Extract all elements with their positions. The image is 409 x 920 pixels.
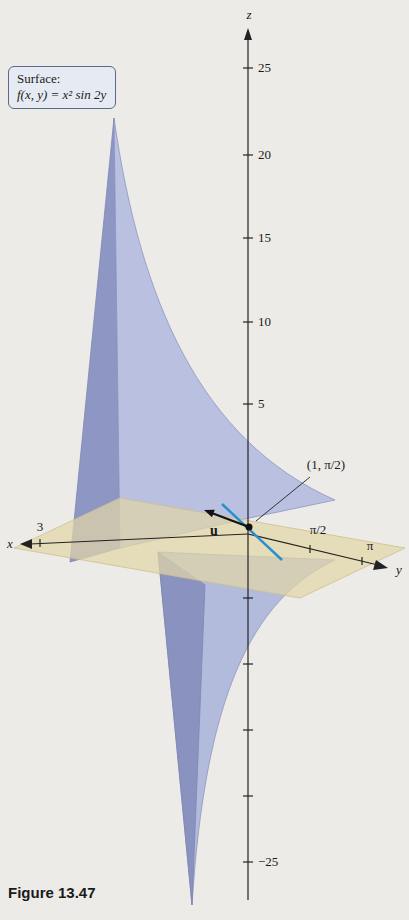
vector-label: u <box>210 523 218 538</box>
axis-arrowhead <box>244 28 252 40</box>
tick <box>243 154 253 155</box>
axis-label: 25 <box>258 61 271 75</box>
y-axis <box>248 534 378 565</box>
axis-arrowhead <box>20 539 32 549</box>
surface-back-face <box>70 118 120 562</box>
axis-label: 15 <box>258 231 271 245</box>
tick <box>243 729 253 730</box>
tick <box>243 597 253 598</box>
tick <box>309 545 310 553</box>
xy-plane <box>14 498 405 598</box>
tick <box>243 663 253 664</box>
axis-label: −25 <box>258 855 278 869</box>
direction-vector <box>213 514 249 528</box>
figure-caption: Figure 13.47 <box>8 884 96 901</box>
leader-line <box>256 477 310 521</box>
tangent-line <box>222 504 282 560</box>
tick <box>39 539 40 547</box>
function-formula: f(x, y) = x² sin 2y <box>17 87 107 103</box>
axis-label: 3 <box>37 520 44 534</box>
point-callout: (1, π/2) <box>307 458 345 472</box>
z-axis <box>247 38 248 900</box>
tick <box>243 237 253 238</box>
axis-label: 20 <box>258 148 271 162</box>
axis-label: π <box>367 539 374 553</box>
axis-label: x <box>7 537 13 551</box>
axis-label: π/2 <box>310 523 327 537</box>
axis-label: 5 <box>258 397 265 411</box>
tick <box>243 795 253 796</box>
axis-label: 10 <box>258 315 271 329</box>
z-ticks <box>243 68 253 862</box>
axis-label: y <box>396 563 402 577</box>
surface-front-face <box>158 552 335 905</box>
tick <box>361 557 362 565</box>
tick <box>243 321 253 322</box>
surface-back-face <box>158 552 205 905</box>
tick <box>243 861 253 862</box>
vector-arrowhead <box>204 510 215 517</box>
tick <box>243 67 253 68</box>
surface-front-face <box>114 118 335 548</box>
legend-box: Surface:f(x, y) = x² sin 2y <box>8 66 116 109</box>
tick <box>243 403 253 404</box>
point-marker <box>246 524 253 531</box>
axis-arrowhead <box>373 560 388 570</box>
axis-label: z <box>246 8 251 22</box>
box-heading: Surface: <box>17 71 107 87</box>
